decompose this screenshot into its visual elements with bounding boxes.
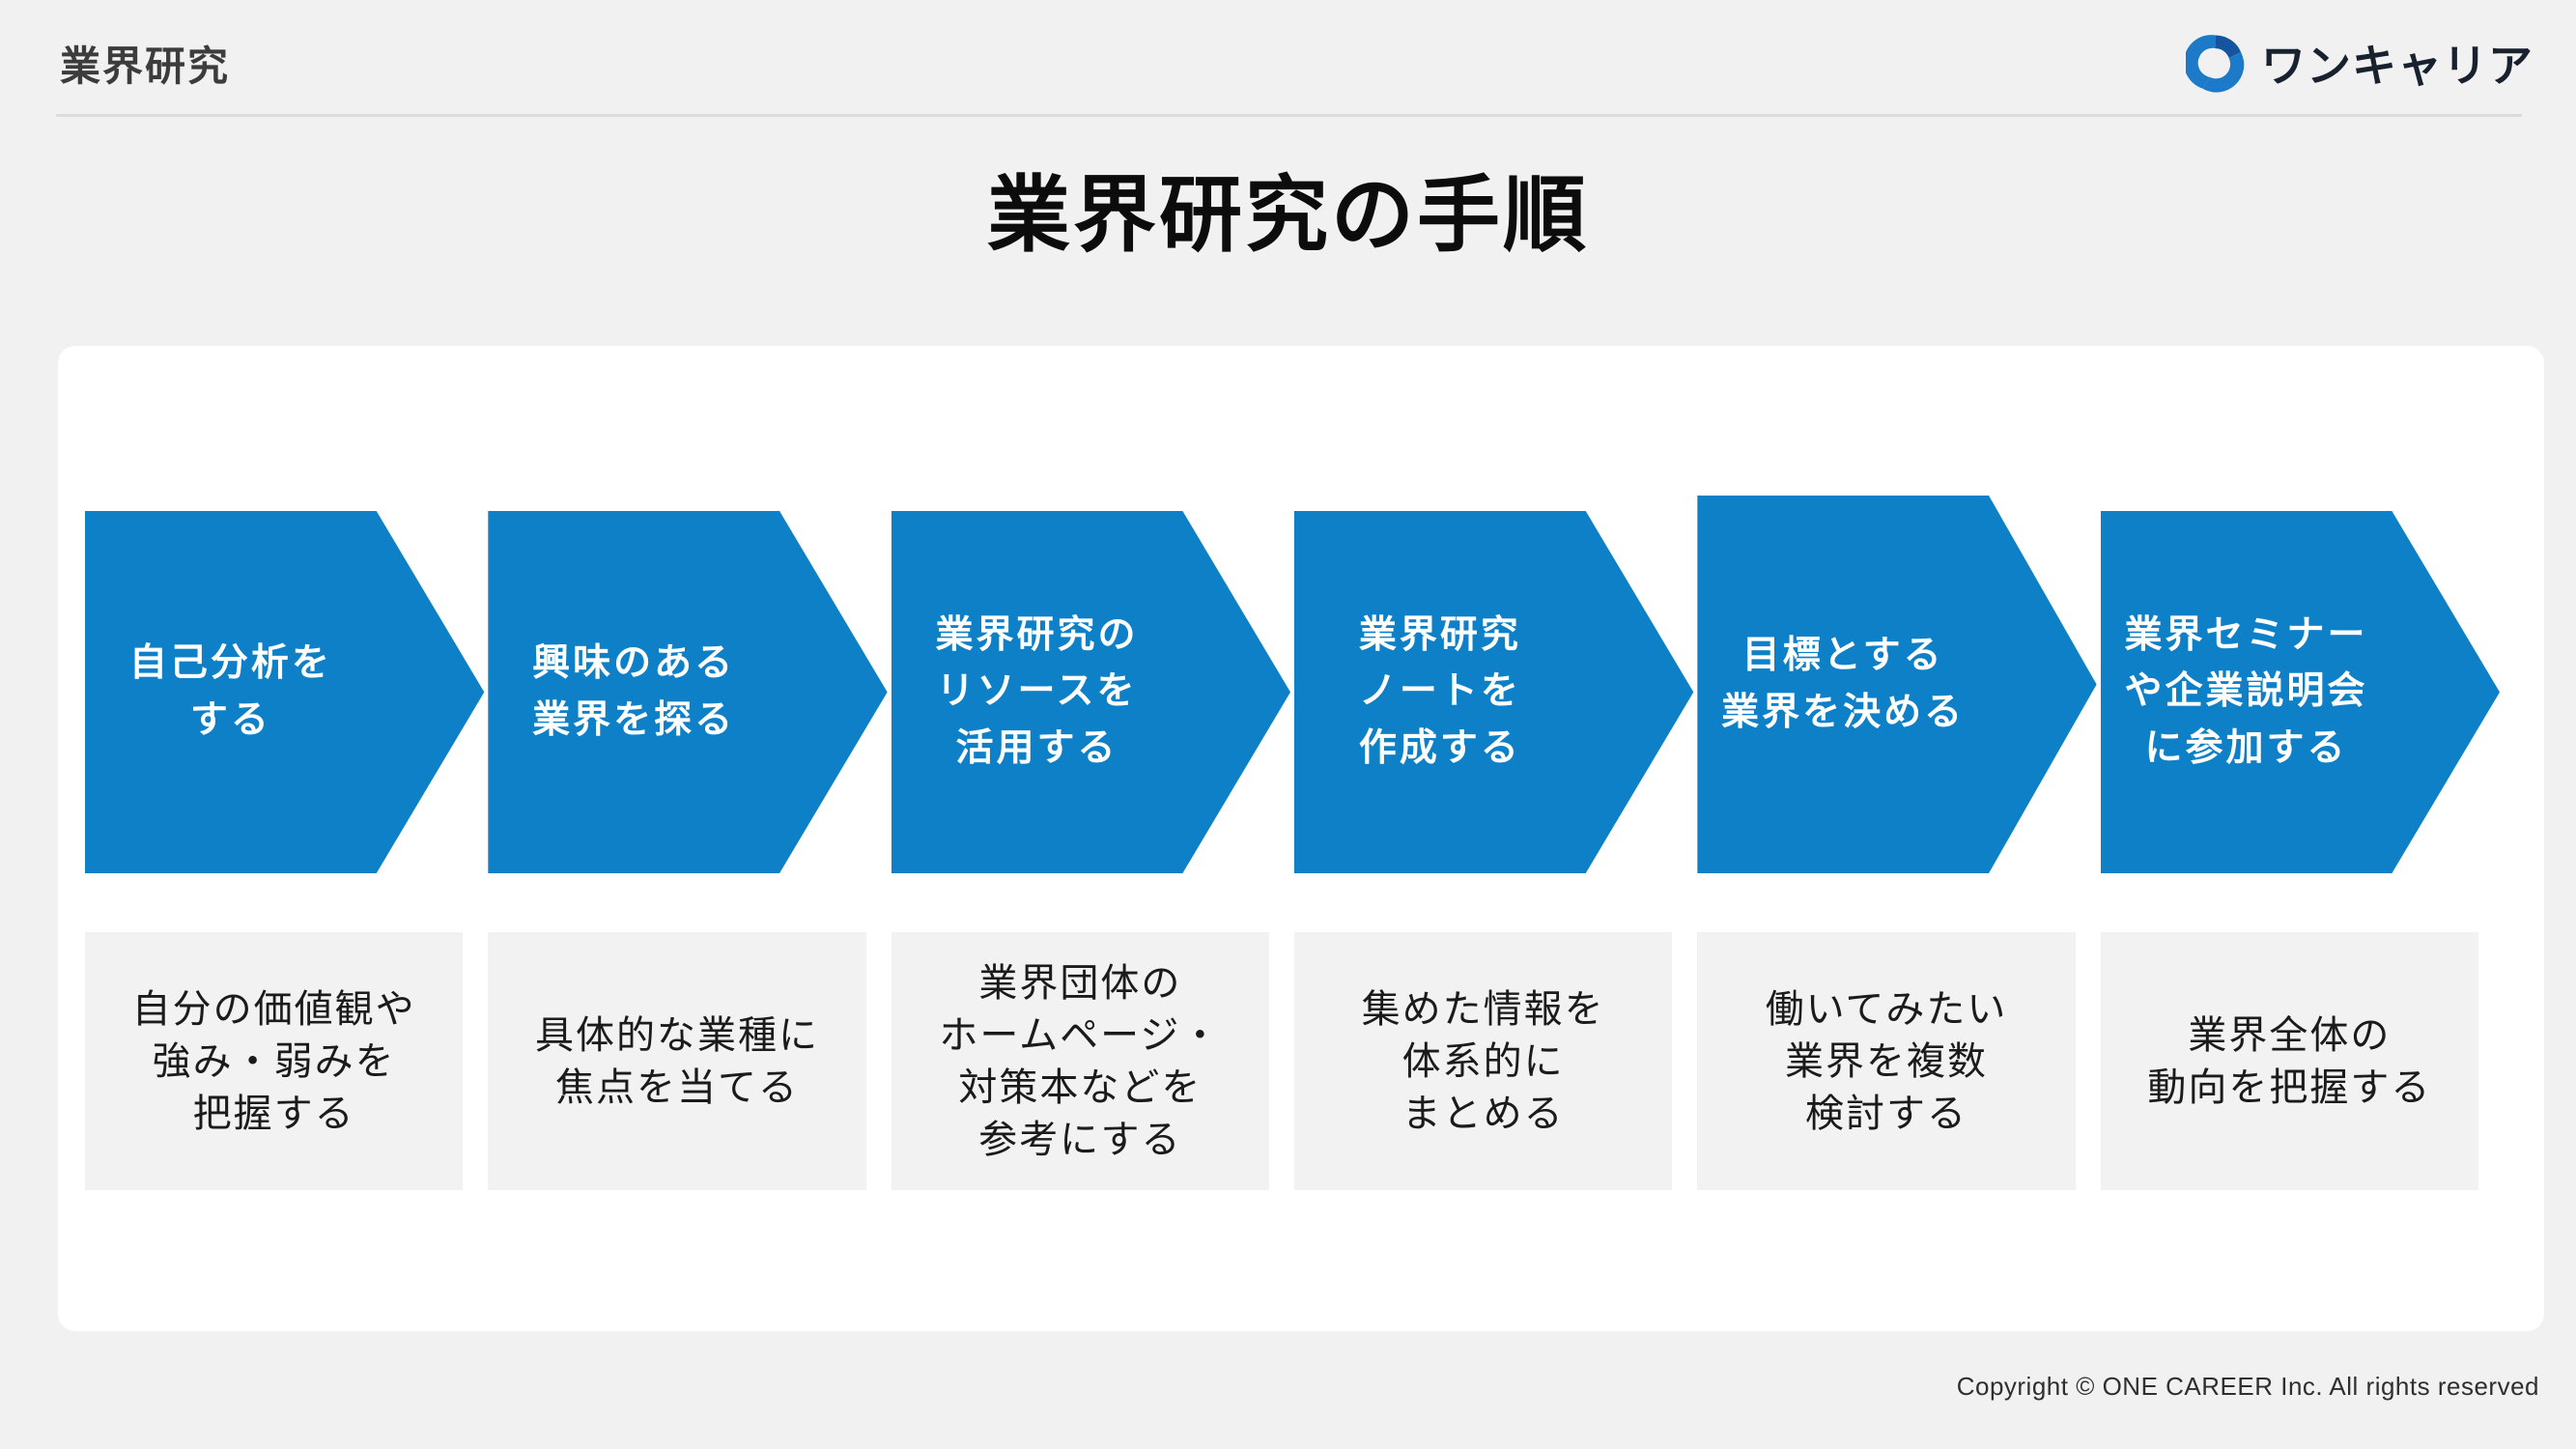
page-title: 業界研究 — [60, 43, 231, 89]
step-5-arrow-label: 目標とする 業界を決める — [1721, 635, 1966, 733]
step-4-arrow: 業界研究 ノートを 作成する — [1294, 511, 1694, 873]
brand-logo: ワンキャリア — [2186, 31, 2534, 95]
main-title: 業界研究の手順 — [987, 169, 1589, 262]
copyright-text: Copyright © ONE CAREER Inc. All rights r… — [1956, 1372, 2539, 1401]
step-4: 業界研究 ノートを 作成する 集めた情報を 体系的に まとめる — [1294, 511, 1694, 1190]
header-divider — [56, 114, 2522, 117]
step-4-description-box: 集めた情報を 体系的に まとめる — [1294, 932, 1673, 1190]
step-5-description-box: 働いてみたい 業界を複数 検討する — [1697, 932, 2076, 1190]
step-6: 業界セミナー や企業説明会 に参加する 業界全体の 動向を把握する — [2100, 511, 2500, 1190]
step-5-arrow: 目標とする 業界を決める — [1697, 496, 2097, 873]
step-6-arrow-label: 業界セミナー や企業説明会 に参加する — [2124, 613, 2368, 769]
step-5-description: 働いてみたい 業界を複数 検討する — [1765, 987, 2008, 1135]
step-6-arrow: 業界セミナー や企業説明会 に参加する — [2100, 511, 2500, 873]
step-1-description-box: 自分の価値観や 強み・弱みを 把握する — [85, 932, 464, 1190]
header: 業界研究 ワンキャリア — [60, 27, 2534, 99]
steps-grid: 自己分析を する 自分の価値観や 強み・弱みを 把握する 興味のある 業界を探る… — [85, 496, 2500, 1190]
step-2-arrow: 興味のある 業界を探る — [488, 511, 888, 873]
content-card: 自己分析を する 自分の価値観や 強み・弱みを 把握する 興味のある 業界を探る… — [58, 346, 2544, 1331]
step-1: 自己分析を する 自分の価値観や 強み・弱みを 把握する — [85, 511, 485, 1190]
step-3-arrow-label: 業界研究の リソースを 活用する — [935, 613, 1139, 769]
step-1-description: 自分の価値観や 強み・弱みを 把握する — [131, 987, 416, 1135]
step-1-arrow: 自己分析を する — [85, 511, 485, 873]
step-2-description: 具体的な業種に 焦点を当てる — [534, 1013, 819, 1109]
step-6-description-box: 業界全体の 動向を把握する — [2100, 932, 2478, 1190]
step-3-description-box: 業界団体の ホームページ・ 対策本などを 参考にする — [891, 932, 1269, 1190]
step-2: 興味のある 業界を探る 具体的な業種に 焦点を当てる — [488, 511, 888, 1190]
step-2-description-box: 具体的な業種に 焦点を当てる — [488, 932, 866, 1190]
step-4-description: 集めた情報を 体系的に まとめる — [1361, 987, 1605, 1135]
onecareer-logo-icon — [2186, 35, 2245, 93]
step-2-arrow-label: 興味のある 業界を探る — [532, 642, 736, 741]
step-3: 業界研究の リソースを 活用する 業界団体の ホームページ・ 対策本などを 参考… — [891, 511, 1290, 1190]
step-1-arrow-label: 自己分析を する — [128, 642, 332, 741]
step-4-arrow-label: 業界研究 ノートを 作成する — [1358, 613, 1521, 769]
step-3-arrow: 業界研究の リソースを 活用する — [891, 511, 1290, 873]
step-3-description: 業界団体の ホームページ・ 対策本などを 参考にする — [939, 961, 1222, 1161]
step-6-description: 業界全体の 動向を把握する — [2147, 1013, 2432, 1109]
brand-wordmark: ワンキャリア — [2261, 41, 2534, 91]
step-5: 目標とする 業界を決める 働いてみたい 業界を複数 検討する — [1697, 496, 2097, 1190]
